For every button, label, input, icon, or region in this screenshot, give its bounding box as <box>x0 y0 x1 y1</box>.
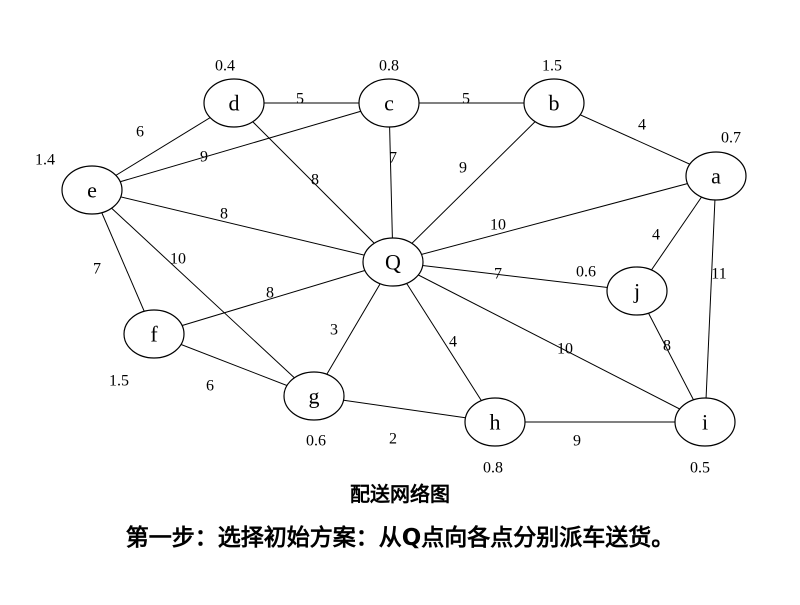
node-label-e: e <box>87 178 97 203</box>
edge-weight-e-f: 7 <box>93 261 101 278</box>
edge-weight-Q-h: 4 <box>449 334 457 351</box>
node-label-Q: Q <box>385 250 401 275</box>
edge-weight-e-g: 10 <box>170 251 186 268</box>
edge-a-Q <box>392 175 717 263</box>
edge-weight-Q-i: 10 <box>557 341 573 358</box>
edge-a-i <box>704 175 717 423</box>
demand-j: 0.6 <box>576 264 596 281</box>
edge-weight-a-i: 11 <box>711 266 726 283</box>
demand-e: 1.4 <box>35 152 55 169</box>
edge-e-c <box>91 102 390 191</box>
edge-c-Q <box>388 102 394 263</box>
node-f <box>123 309 185 359</box>
node-label-d: d <box>229 91 240 116</box>
demand-f: 1.5 <box>109 373 129 390</box>
node-a <box>685 151 747 201</box>
node-e <box>61 165 123 215</box>
node-label-h: h <box>490 410 501 435</box>
edge-d-Q <box>233 102 394 263</box>
edge-weight-b-Q: 9 <box>459 160 467 177</box>
node-d <box>203 78 265 128</box>
edge-Q-g <box>313 261 394 397</box>
edge-b-a <box>553 102 717 177</box>
demand-c: 0.8 <box>379 58 399 75</box>
node-label-c: c <box>384 91 394 116</box>
edge-Q-j <box>392 261 638 292</box>
node-j <box>606 266 668 316</box>
nodes-layer: Qa b c d e f g h i j <box>61 78 747 447</box>
node-label-g: g <box>309 384 320 409</box>
demand-b: 1.5 <box>542 58 562 75</box>
demand-a: 0.7 <box>721 130 741 147</box>
edge-weight-d-c: 5 <box>296 91 304 108</box>
edge-f-Q <box>153 261 394 335</box>
edge-weight-e-c: 9 <box>200 149 208 166</box>
edge-weight-f-g: 6 <box>206 378 214 395</box>
edge-weight-Q-g: 3 <box>330 322 338 339</box>
node-h <box>464 397 526 447</box>
node-label-j: j <box>633 279 640 304</box>
edge-weight-e-Q: 8 <box>220 206 228 223</box>
edge-e-Q <box>91 189 394 263</box>
edge-weight-g-h: 2 <box>389 431 397 448</box>
edge-weight-j-i: 8 <box>663 338 671 355</box>
step-description: 第一步：选择初始方案：从Q点向各点分别派车送货。 <box>125 525 675 551</box>
edge-weight-f-Q: 8 <box>266 285 274 302</box>
edge-b-Q <box>392 102 555 263</box>
edge-weight-d-Q: 8 <box>311 172 319 189</box>
demand-d: 0.4 <box>215 58 235 75</box>
diagram-title: 配送网络图 <box>350 482 450 506</box>
edge-weight-a-Q: 10 <box>490 217 506 234</box>
node-label-b: b <box>549 91 560 116</box>
edge-Q-h <box>392 261 496 423</box>
labels-layer: 5 5 4 6 9 8 7 9 8 10 4 11 7 10 8 7 3 4 10 8 6 2 9 0.7 1.5 0.8 0.4 1… <box>35 58 741 477</box>
edge-Q-i <box>392 261 706 423</box>
demand-i: 0.5 <box>690 460 710 477</box>
demand-g: 0.6 <box>306 433 326 450</box>
node-i <box>674 397 736 447</box>
edge-weight-c-b: 5 <box>462 91 470 108</box>
edge-weight-a-j: 4 <box>652 227 660 244</box>
edge-weight-Q-j: 7 <box>494 266 502 283</box>
node-c <box>358 78 420 128</box>
edge-weight-h-i: 9 <box>573 433 581 450</box>
node-Q <box>362 237 424 287</box>
node-b <box>523 78 585 128</box>
node-label-a: a <box>711 164 721 189</box>
edge-e-g <box>91 189 315 397</box>
node-g <box>283 371 345 421</box>
node-label-i: i <box>702 410 708 435</box>
edge-weight-b-a: 4 <box>638 117 646 134</box>
node-label-f: f <box>150 322 158 347</box>
edge-weight-e-d: 6 <box>136 124 144 141</box>
edge-e-f <box>91 189 155 335</box>
edge-weight-c-Q: 7 <box>389 150 397 167</box>
demand-h: 0.8 <box>483 460 503 477</box>
